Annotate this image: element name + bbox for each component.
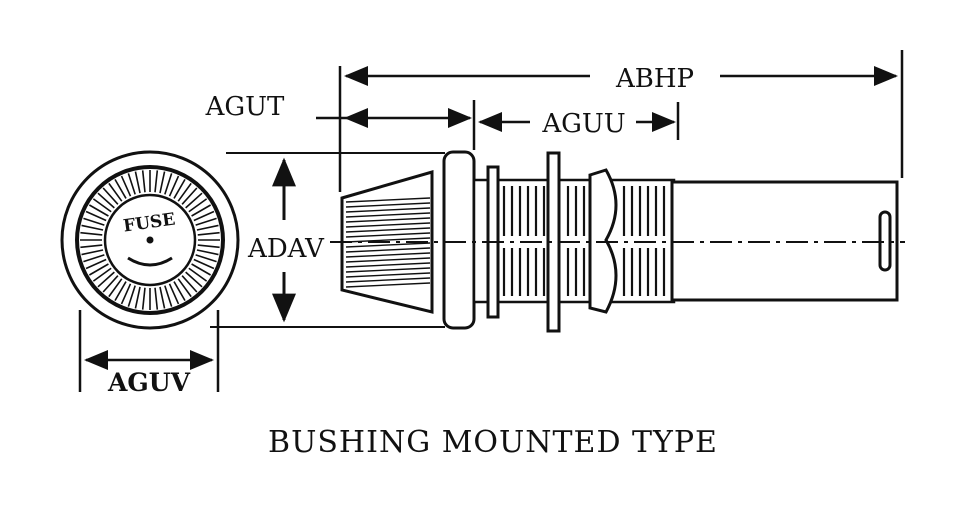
label-adav: ADAV: [247, 234, 325, 264]
front-view: FUSE: [60, 150, 240, 330]
dim-overall-length: ABHP: [338, 50, 904, 192]
dim-cap-width: AGUV: [78, 310, 220, 397]
label-aguu: AGUU: [541, 109, 625, 139]
outer-ring: [60, 150, 240, 330]
cap-center-dot: [146, 236, 154, 244]
dim-diameter: ADAV: [210, 152, 445, 328]
cap-slot-mark: [127, 256, 173, 267]
drawing-caption: BUSHING MOUNTED TYPE: [268, 425, 718, 460]
label-agut: AGUT: [205, 92, 285, 122]
cap-knurl-lines: [345, 197, 431, 288]
fuse-holder-body: [670, 180, 899, 302]
flange-ring: [75, 165, 225, 315]
label-aguv: AGUV: [107, 368, 191, 397]
side-view: [330, 150, 905, 333]
label-abhp: ABHP: [615, 64, 694, 94]
knurl-ring: [80, 170, 220, 310]
dim-cap-length: AGUT: [205, 92, 476, 150]
dim-thread-length: AGUU: [478, 102, 680, 140]
thread-lines: [502, 186, 666, 296]
flange: [442, 150, 476, 330]
